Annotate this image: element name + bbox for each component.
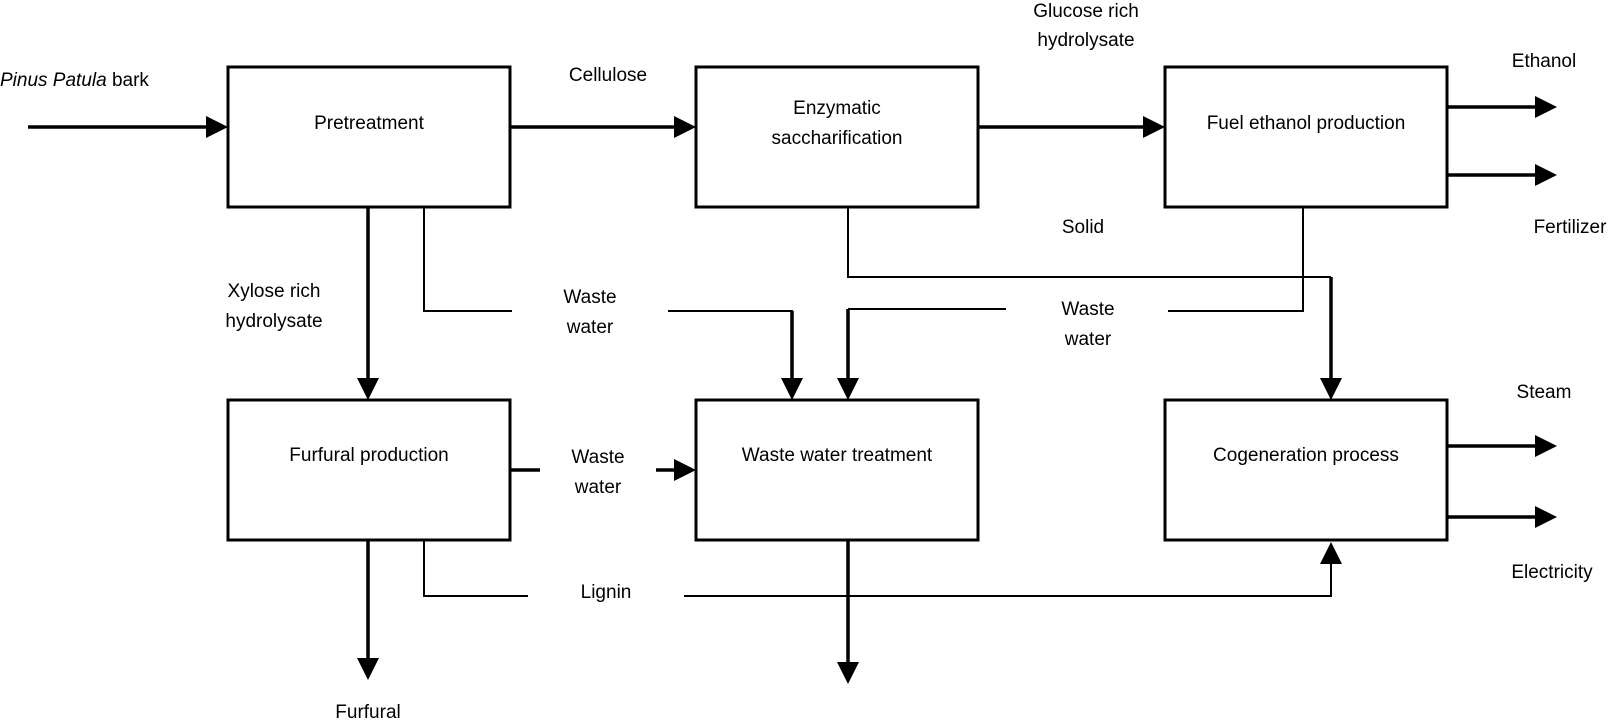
arrow-ethanol-output — [1447, 96, 1557, 118]
label-solid: Solid — [1062, 217, 1104, 238]
box-fuel-ethanol-production: Fuel ethanol production — [1163, 65, 1449, 209]
label-fertilizer: Fertilizer — [1534, 217, 1608, 238]
label-furfural: Furfural — [335, 702, 400, 723]
label-waste-water-3-line2: water — [574, 477, 622, 498]
label-xylose-line2: hydrolysate — [225, 311, 322, 332]
arrow-electricity-output — [1447, 506, 1557, 528]
input-label-italic: Pinus Patula — [0, 70, 107, 91]
label-waste-water-2-line1: Waste — [1061, 299, 1114, 320]
arrow-cellulose — [510, 116, 696, 138]
arrow-input-to-pretreatment — [28, 116, 228, 138]
box-enzymatic-saccharification: Enzymatic saccharification — [694, 65, 980, 209]
label-waste-water-3-line1: Waste — [571, 447, 624, 468]
arrow-xylose-hydrolysate — [357, 207, 379, 400]
label-lignin: Lignin — [581, 582, 632, 603]
label-waste-water-1-line1: Waste — [563, 287, 616, 308]
box-enzymatic-label-line1: Enzymatic — [793, 98, 881, 119]
label-ethanol: Ethanol — [1512, 51, 1576, 72]
box-waste-water-treatment-label: Waste water treatment — [742, 445, 933, 466]
box-cogeneration-label: Cogeneration process — [1213, 445, 1399, 466]
box-enzymatic-label-line2: saccharification — [772, 128, 903, 149]
box-waste-water-treatment: Waste water treatment — [694, 398, 980, 542]
label-xylose-line1: Xylose rich — [228, 281, 321, 302]
arrow-steam-output — [1447, 435, 1557, 457]
box-furfural-production: Furfural production — [226, 398, 512, 542]
box-fuel-ethanol-label: Fuel ethanol production — [1207, 113, 1406, 134]
box-pretreatment: Pretreatment — [226, 65, 512, 209]
label-electricity: Electricity — [1511, 562, 1593, 583]
arrow-waste-water-furfural — [510, 459, 696, 481]
label-steam: Steam — [1517, 382, 1572, 403]
label-waste-water-2-line2: water — [1064, 329, 1112, 350]
input-label-rest: bark — [107, 70, 150, 91]
arrow-treated-water-output — [837, 540, 859, 684]
label-cellulose: Cellulose — [569, 65, 647, 86]
label-waste-water-1-line2: water — [566, 317, 614, 338]
line-waste-water-fuel-ethanol — [837, 207, 1304, 400]
arrow-glucose-hydrolysate — [978, 116, 1165, 138]
input-label: Pinus Patula bark — [0, 70, 149, 91]
line-solid-to-cogeneration — [847, 207, 1342, 400]
label-glucose-line1: Glucose rich — [1033, 1, 1139, 22]
box-pretreatment-label: Pretreatment — [314, 113, 425, 134]
line-lignin-to-cogeneration — [423, 540, 1342, 597]
label-glucose-line2: hydrolysate — [1037, 30, 1134, 51]
box-cogeneration-process: Cogeneration process — [1163, 398, 1449, 542]
box-furfural-production-label: Furfural production — [289, 445, 448, 466]
line-waste-water-pretreatment — [423, 207, 803, 400]
arrow-furfural-output — [357, 540, 379, 680]
arrow-fertilizer-output — [1447, 164, 1557, 186]
